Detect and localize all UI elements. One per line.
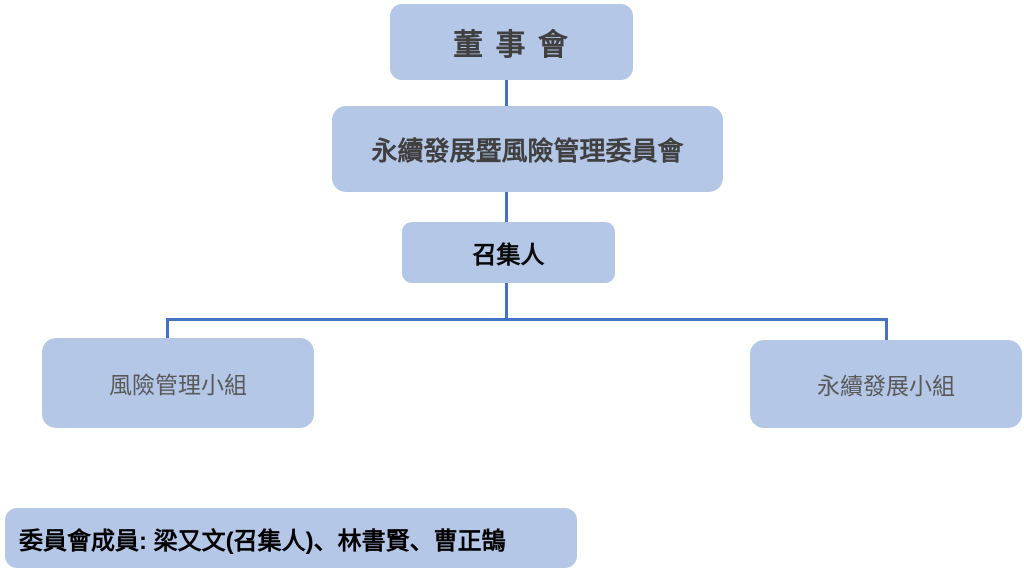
connector-board-to-committee: [505, 80, 508, 106]
org-node-sustainability-risk-committee: 永續發展暨風險管理委員會: [332, 106, 723, 192]
org-node-board-of-directors: 董 事 會: [390, 4, 633, 80]
committee-members-note: 委員會成員: 梁又文(召集人)、林書賢、曹正鵠: [5, 508, 577, 568]
org-node-convener: 召集人: [402, 222, 615, 283]
connector-branch-horizontal: [166, 318, 888, 321]
connector-branch-to-sustainability-team: [885, 318, 888, 341]
connector-committee-to-convener: [505, 192, 508, 222]
org-node-risk-management-team: 風險管理小組: [42, 338, 314, 428]
connector-branch-to-risk-team: [166, 318, 169, 339]
connector-convener-to-branch: [505, 283, 508, 318]
org-node-sustainability-team: 永續發展小組: [750, 340, 1022, 428]
